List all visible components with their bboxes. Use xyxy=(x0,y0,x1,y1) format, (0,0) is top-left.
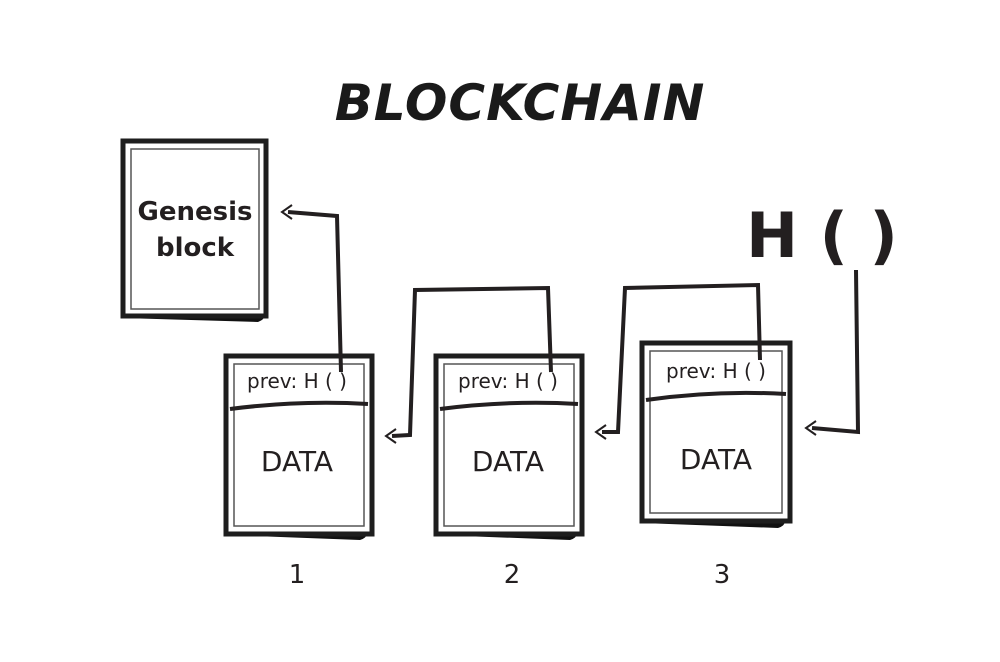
block-1: prev: H ( ) DATA 1 xyxy=(223,353,375,590)
block-3-prev-hash: prev: H ( ) xyxy=(666,359,766,383)
block-1-prev-hash: prev: H ( ) xyxy=(247,369,347,393)
block-3: prev: H ( ) DATA 3 xyxy=(639,340,793,590)
block-1-data: DATA xyxy=(261,445,333,478)
genesis-label-line2: block xyxy=(156,233,235,263)
diagram-title: BLOCKCHAIN xyxy=(335,74,706,132)
hash-function-label: H ( ) xyxy=(746,199,898,272)
block-2-prev-hash: prev: H ( ) xyxy=(458,369,558,393)
block-3-data: DATA xyxy=(680,443,752,476)
block-2: prev: H ( ) DATA 2 xyxy=(433,353,585,590)
arrow-block3-to-block2 xyxy=(594,282,762,440)
block-2-number: 2 xyxy=(504,560,521,590)
genesis-label-line1: Genesis xyxy=(138,197,253,227)
block-3-number: 3 xyxy=(714,560,731,590)
arrow-block2-to-block1 xyxy=(384,285,553,444)
block-1-number: 1 xyxy=(289,560,306,590)
arrow-block1-to-genesis xyxy=(280,204,343,373)
block-2-data: DATA xyxy=(472,445,544,478)
genesis-block: Genesis block xyxy=(120,138,269,322)
arrow-hash-to-block3 xyxy=(804,269,861,436)
